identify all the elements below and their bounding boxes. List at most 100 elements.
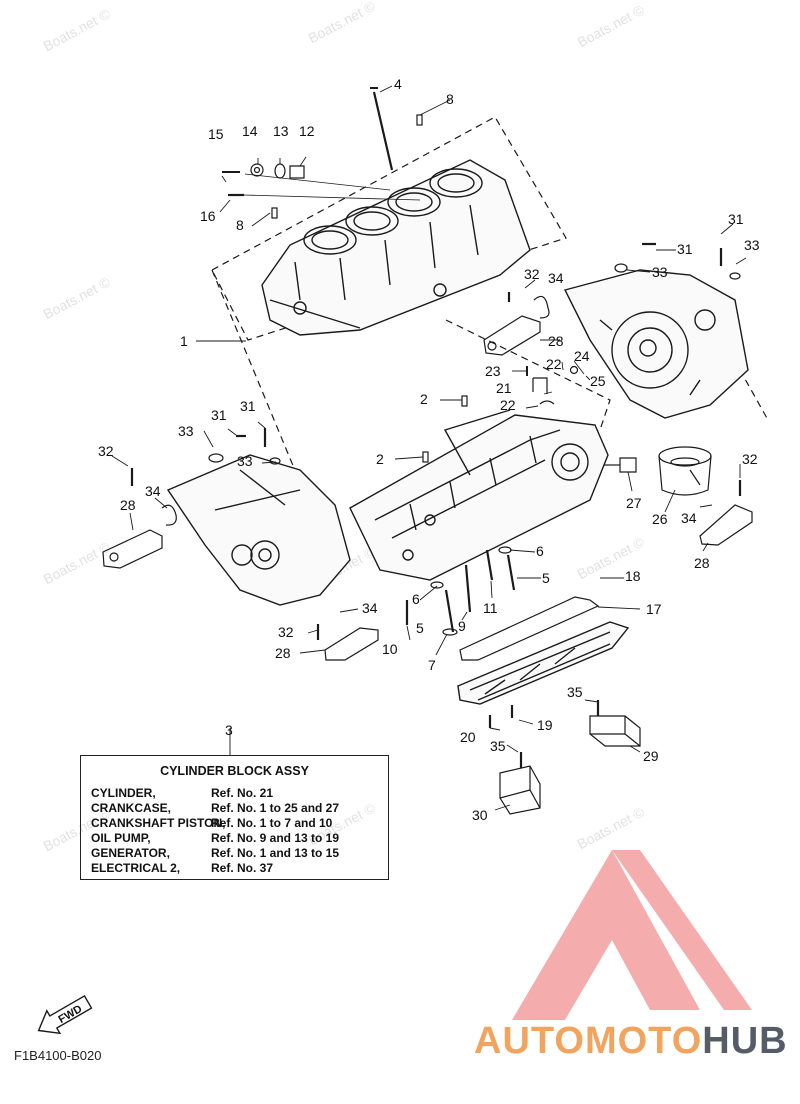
callout-label: 22 xyxy=(500,397,516,413)
callout-label: 3 xyxy=(225,722,233,738)
callout-label: 25 xyxy=(590,373,606,389)
callout-label: 24 xyxy=(574,348,590,364)
washer xyxy=(208,453,224,463)
callout-label: 13 xyxy=(273,123,289,139)
bolt xyxy=(464,564,472,613)
row-value: Ref. No. 9 and 13 to 19 xyxy=(211,831,340,845)
callout-label: 16 xyxy=(200,208,216,224)
row-key: CRANKCASE, xyxy=(91,801,172,815)
callout-label: 17 xyxy=(646,601,662,617)
callout-label: 33 xyxy=(237,453,253,469)
callout-label: 31 xyxy=(211,407,227,423)
plug xyxy=(569,365,579,375)
callout-label: 33 xyxy=(178,423,194,439)
plug-assembly xyxy=(222,163,421,201)
callout-label: 28 xyxy=(120,497,136,513)
engine-mount xyxy=(483,315,541,356)
callout-label: 11 xyxy=(483,600,498,616)
callout-label: 20 xyxy=(460,729,476,745)
callout-label: 34 xyxy=(681,510,697,526)
callout-label: 35 xyxy=(567,684,583,700)
bolt xyxy=(485,549,494,581)
row-value: Ref. No. 37 xyxy=(211,861,274,875)
callout-label: 21 xyxy=(496,380,512,396)
callout-label: 19 xyxy=(537,717,553,733)
bracket xyxy=(589,715,641,747)
dashed-guide-upper xyxy=(211,116,567,341)
callout-label: 22 xyxy=(546,356,562,372)
callout-label: 28 xyxy=(694,555,710,571)
row-key: ELECTRICAL 2, xyxy=(91,861,181,875)
gasket xyxy=(459,596,600,661)
callout-label: 30 xyxy=(472,807,488,823)
callout-label: 5 xyxy=(416,620,424,636)
callout-label: 32 xyxy=(278,624,294,640)
callout-label: 34 xyxy=(145,483,161,499)
callout-label: 34 xyxy=(362,600,378,616)
callout-label: 18 xyxy=(625,568,641,584)
diagram-code: F1B4100-B020 xyxy=(14,1048,102,1063)
callout-label: 12 xyxy=(299,123,315,139)
callout-label: 31 xyxy=(240,398,256,414)
callout-label: 33 xyxy=(652,264,668,280)
dowel-pin xyxy=(271,207,278,219)
callout-label: 9 xyxy=(458,618,466,634)
callout-label: 23 xyxy=(485,363,501,379)
brand-wordmark: AUTOMOTOHUB xyxy=(474,1020,788,1063)
callout-label: 10 xyxy=(382,641,398,657)
row-key: OIL PUMP, xyxy=(91,831,151,845)
callout-label: 33 xyxy=(744,237,760,253)
dowel-pin xyxy=(416,114,423,126)
generator-cover-right xyxy=(563,269,749,419)
brand-part-1: AUTOMOTO xyxy=(474,1020,703,1062)
washer xyxy=(269,457,281,465)
generator-cover-left xyxy=(166,454,351,606)
row-key: CYLINDER, xyxy=(91,786,156,800)
dowel-pin xyxy=(422,451,429,463)
stud-bolt xyxy=(372,91,394,171)
seal xyxy=(539,400,555,405)
callout-label: 8 xyxy=(446,91,454,107)
callout-label: 34 xyxy=(548,270,564,286)
row-key: CRANKSHAFT PISTON, xyxy=(91,816,226,830)
table-row: CYLINDER, Ref. No. 21 xyxy=(81,786,388,801)
engine-mount xyxy=(324,627,379,661)
callout-label: 8 xyxy=(236,217,244,233)
row-value: Ref. No. 1 to 25 and 27 xyxy=(211,801,340,815)
table-row: ELECTRICAL 2, Ref. No. 37 xyxy=(81,861,388,876)
callout-label: 26 xyxy=(652,511,668,527)
bolt xyxy=(444,589,455,633)
o-ring xyxy=(430,581,444,589)
washer xyxy=(729,272,741,280)
bolt xyxy=(506,554,516,591)
callout-label: 31 xyxy=(728,211,744,227)
engine-mount xyxy=(699,504,753,546)
callout-label: 6 xyxy=(536,543,544,559)
cylinder-block xyxy=(261,159,531,336)
oil-pan xyxy=(457,621,630,705)
callout-label: 31 xyxy=(677,241,693,257)
callout-label: 1 xyxy=(180,333,188,349)
callout-label: 6 xyxy=(412,591,420,607)
callout-label: 32 xyxy=(524,266,540,282)
table-row: OIL PUMP, Ref. No. 9 and 13 to 19 xyxy=(81,831,388,846)
o-ring xyxy=(498,546,512,554)
callout-label: 5 xyxy=(542,570,550,586)
callout-label: 7 xyxy=(428,657,436,673)
table-row: GENERATOR,Ref. No. 1 and 13 to 15 xyxy=(81,846,388,861)
fitting xyxy=(532,377,548,394)
fwd-arrow: FWD xyxy=(37,994,93,1035)
table-row: CRANKSHAFT PISTON,Ref. No. 1 to 7 and 10 xyxy=(81,816,388,831)
wire-clip xyxy=(533,295,550,319)
callout-label: 2 xyxy=(420,391,428,407)
oil-filter xyxy=(658,446,712,496)
row-value: Ref. No. 21 xyxy=(211,786,274,800)
row-value: Ref. No. 1 and 13 to 15 xyxy=(211,846,340,860)
callout-label: 32 xyxy=(98,443,114,459)
oil-union xyxy=(604,457,637,473)
callout-label: 35 xyxy=(490,738,506,754)
crankcase-lower xyxy=(349,409,609,581)
brand-part-2: HUB xyxy=(702,1020,788,1062)
